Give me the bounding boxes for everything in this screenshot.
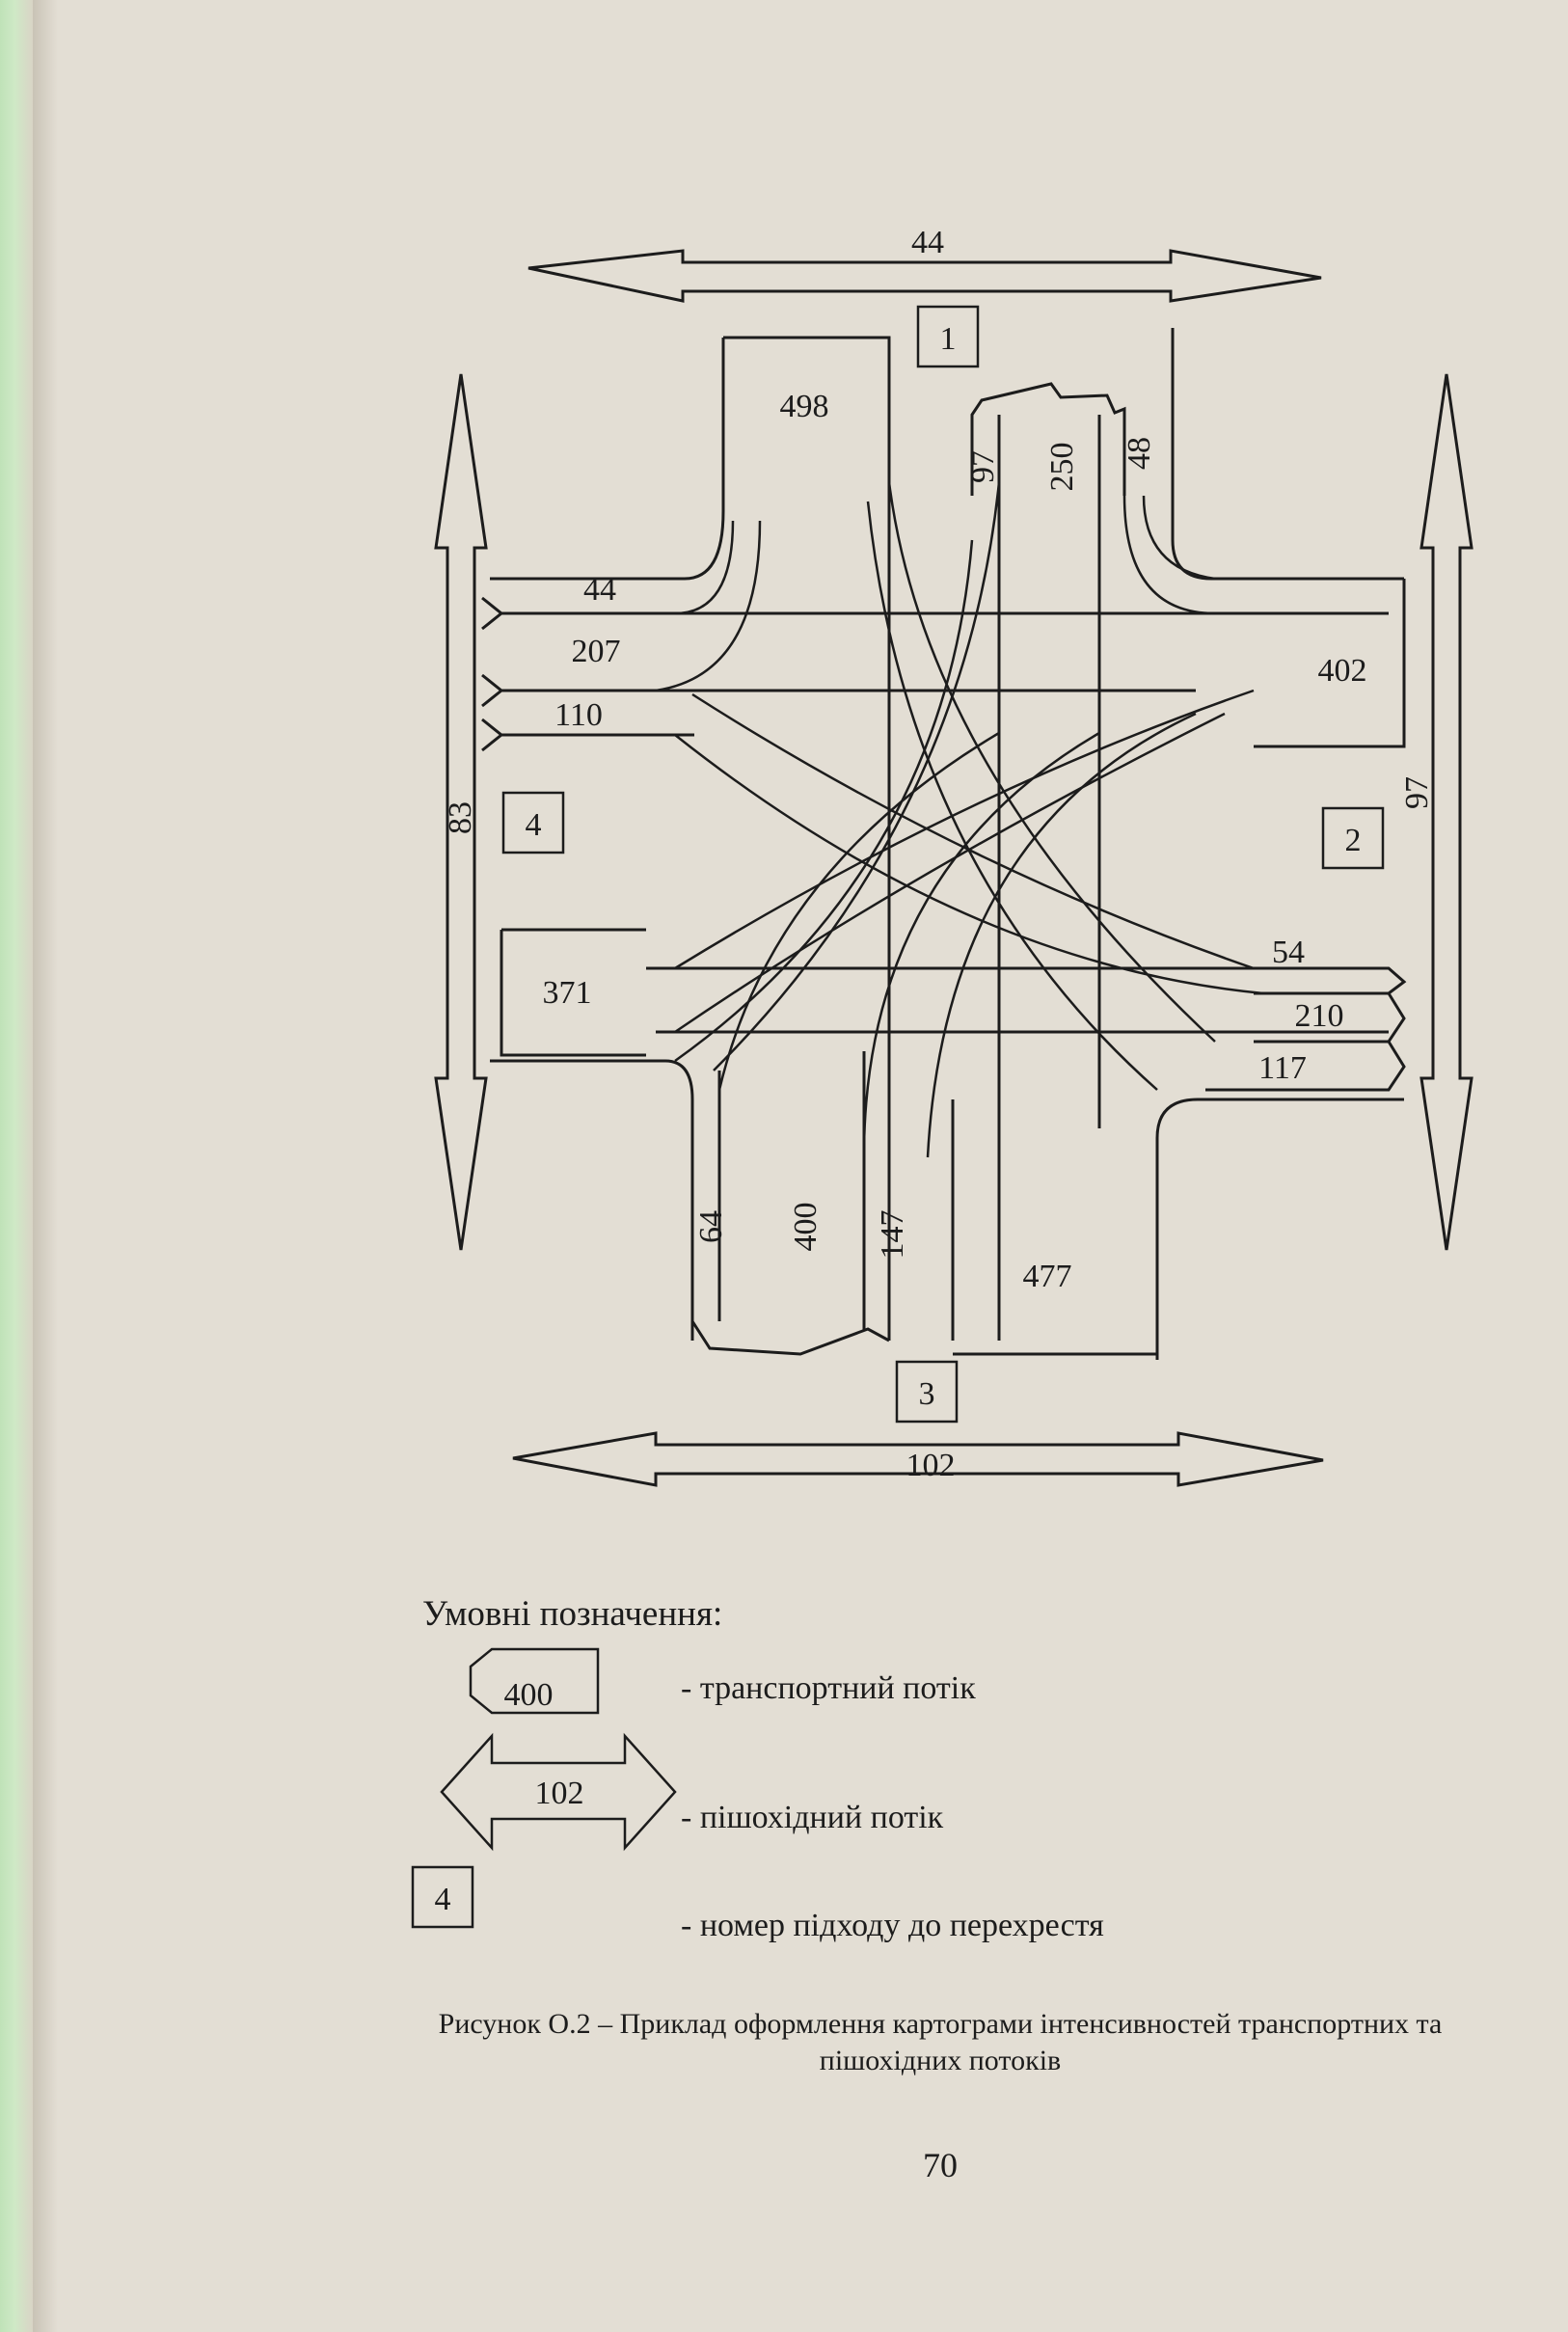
south-entry-flow-label: 477 <box>1023 1259 1072 1294</box>
turning-movements <box>655 481 1264 1158</box>
page-edge <box>0 0 33 2332</box>
legend-pedestrian-sample: 102 <box>535 1776 584 1811</box>
east-exit-top-label: 54 <box>1272 935 1305 970</box>
west-exit-bottom-arrow <box>481 718 694 752</box>
south-entry-flow-band <box>951 1099 1157 1356</box>
right-pedestrian-arrow <box>1419 373 1473 1251</box>
east-exit-middle-label: 210 <box>1295 998 1344 1034</box>
west-exit-bottom-label: 110 <box>554 697 603 733</box>
north-exit-straight-label: 250 <box>1044 443 1080 492</box>
legend-transport-label: - транспортний потік <box>681 1670 976 1706</box>
top-pedestrian-arrow <box>527 249 1322 303</box>
north-road-right-curb <box>1171 328 1404 581</box>
west-road-lower-curb <box>490 1059 694 1341</box>
west-entry-flow-band <box>500 928 1389 1057</box>
figure-caption-line-1: Рисунок О.2 – Приклад оформлення картогр… <box>438 2008 1443 2040</box>
south-exit-bracket <box>690 1320 890 1356</box>
legend-approach-label: - номер підходу до перехрестя <box>681 1908 1104 1943</box>
west-exit-middle-label: 207 <box>572 634 621 669</box>
west-exit-top-label: 44 <box>583 572 616 608</box>
east-road-lower-curb <box>1155 1098 1404 1360</box>
east-entry-flow-label: 402 <box>1318 653 1367 689</box>
approach-1-box <box>916 305 980 368</box>
east-entry-flow-band <box>1254 579 1406 748</box>
figure-caption-line-2: пішохідних потоків <box>819 2044 1062 2076</box>
south-exit-right-label: 147 <box>875 1210 910 1260</box>
right-pedestrian-flow-label: 97 <box>1399 776 1435 809</box>
west-exit-middle-arrow <box>481 673 1196 708</box>
south-exit-left-label: 64 <box>693 1210 729 1243</box>
legend-pedestrian-label: - пішохідний потік <box>681 1800 944 1835</box>
west-exit-top-arrow <box>481 596 1389 631</box>
approach-2-box <box>1321 806 1385 870</box>
page-number: 70 <box>923 2146 958 2184</box>
legend-approach-symbol <box>411 1865 474 1929</box>
legend-transport-symbol <box>469 1647 600 1715</box>
north-entry-flow-band <box>490 336 891 1341</box>
legend-title: Умовні позначення: <box>422 1594 723 1634</box>
page-binding-shadow <box>33 0 58 2332</box>
south-exit-middle-label: 400 <box>788 1203 824 1252</box>
left-pedestrian-arrow <box>434 373 488 1251</box>
top-pedestrian-flow-label: 44 <box>911 225 944 260</box>
approach-1-label: 1 <box>940 321 957 357</box>
north-exit-right-label: 48 <box>1122 437 1157 470</box>
legend-transport-sample: 400 <box>504 1677 554 1713</box>
approach-4-label: 4 <box>526 807 542 843</box>
left-pedestrian-flow-label: 83 <box>443 801 478 834</box>
approach-4-box <box>501 791 565 854</box>
north-exit-left-label: 97 <box>965 450 1001 483</box>
east-exit-bottom-arrow <box>1205 1041 1406 1092</box>
legend-pedestrian-symbol <box>440 1732 677 1852</box>
north-exit-bracket <box>970 382 1126 496</box>
approach-3-label: 3 <box>919 1376 935 1412</box>
approach-3-box <box>895 1360 959 1424</box>
east-exit-middle-arrow <box>1254 992 1406 1044</box>
north-entry-flow-label: 498 <box>780 389 829 424</box>
bottom-pedestrian-flow-label: 102 <box>906 1448 956 1483</box>
west-entry-flow-label: 371 <box>543 975 592 1011</box>
approach-2-label: 2 <box>1345 823 1362 858</box>
bottom-pedestrian-arrow <box>512 1431 1324 1487</box>
east-exit-bottom-label: 117 <box>1258 1050 1307 1086</box>
figure-caption: Рисунок О.2 – Приклад оформлення картогр… <box>347 2006 1533 2078</box>
legend-approach-sample: 4 <box>435 1882 451 1917</box>
east-exit-top-arrow <box>1254 966 1407 995</box>
